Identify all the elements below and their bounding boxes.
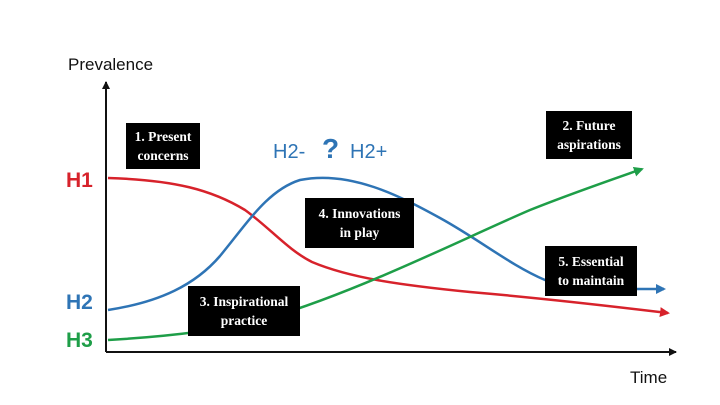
h2-label: H2 — [66, 291, 93, 314]
x-axis-label: Time — [630, 368, 667, 387]
future-aspirations-line-2: aspirations — [557, 137, 621, 152]
h3-label: H3 — [66, 329, 93, 352]
h2-minus-label: H2- — [273, 141, 305, 163]
future-aspirations-box: 2. Future aspirations — [546, 111, 632, 159]
y-axis-label: Prevalence — [68, 55, 153, 74]
inspirational-practice-line-1: 3. Inspirational — [199, 294, 289, 309]
question-mark-icon: ? — [322, 133, 339, 164]
innovations-in-play-box: 4. Innovations in play — [305, 198, 414, 248]
present-concerns-line-2: concerns — [137, 148, 189, 163]
essential-to-maintain-line-1: 5. Essential — [558, 254, 624, 269]
essential-to-maintain-line-2: to maintain — [557, 273, 625, 288]
essential-to-maintain-box: 5. Essential to maintain — [545, 246, 637, 296]
inspirational-practice-line-2: practice — [220, 313, 268, 328]
h1-curve — [107, 176, 670, 318]
present-concerns-box: 1. Present concerns — [126, 123, 200, 169]
inspirational-practice-box: 3. Inspirational practice — [188, 286, 300, 336]
present-concerns-line-1: 1. Present — [134, 129, 192, 144]
future-aspirations-line-1: 2. Future — [562, 118, 616, 133]
innovations-in-play-line-1: 4. Innovations — [318, 206, 401, 221]
h2-plus-label: H2+ — [350, 141, 387, 163]
h1-label: H1 — [66, 169, 93, 192]
innovations-in-play-line-2: in play — [339, 225, 380, 240]
